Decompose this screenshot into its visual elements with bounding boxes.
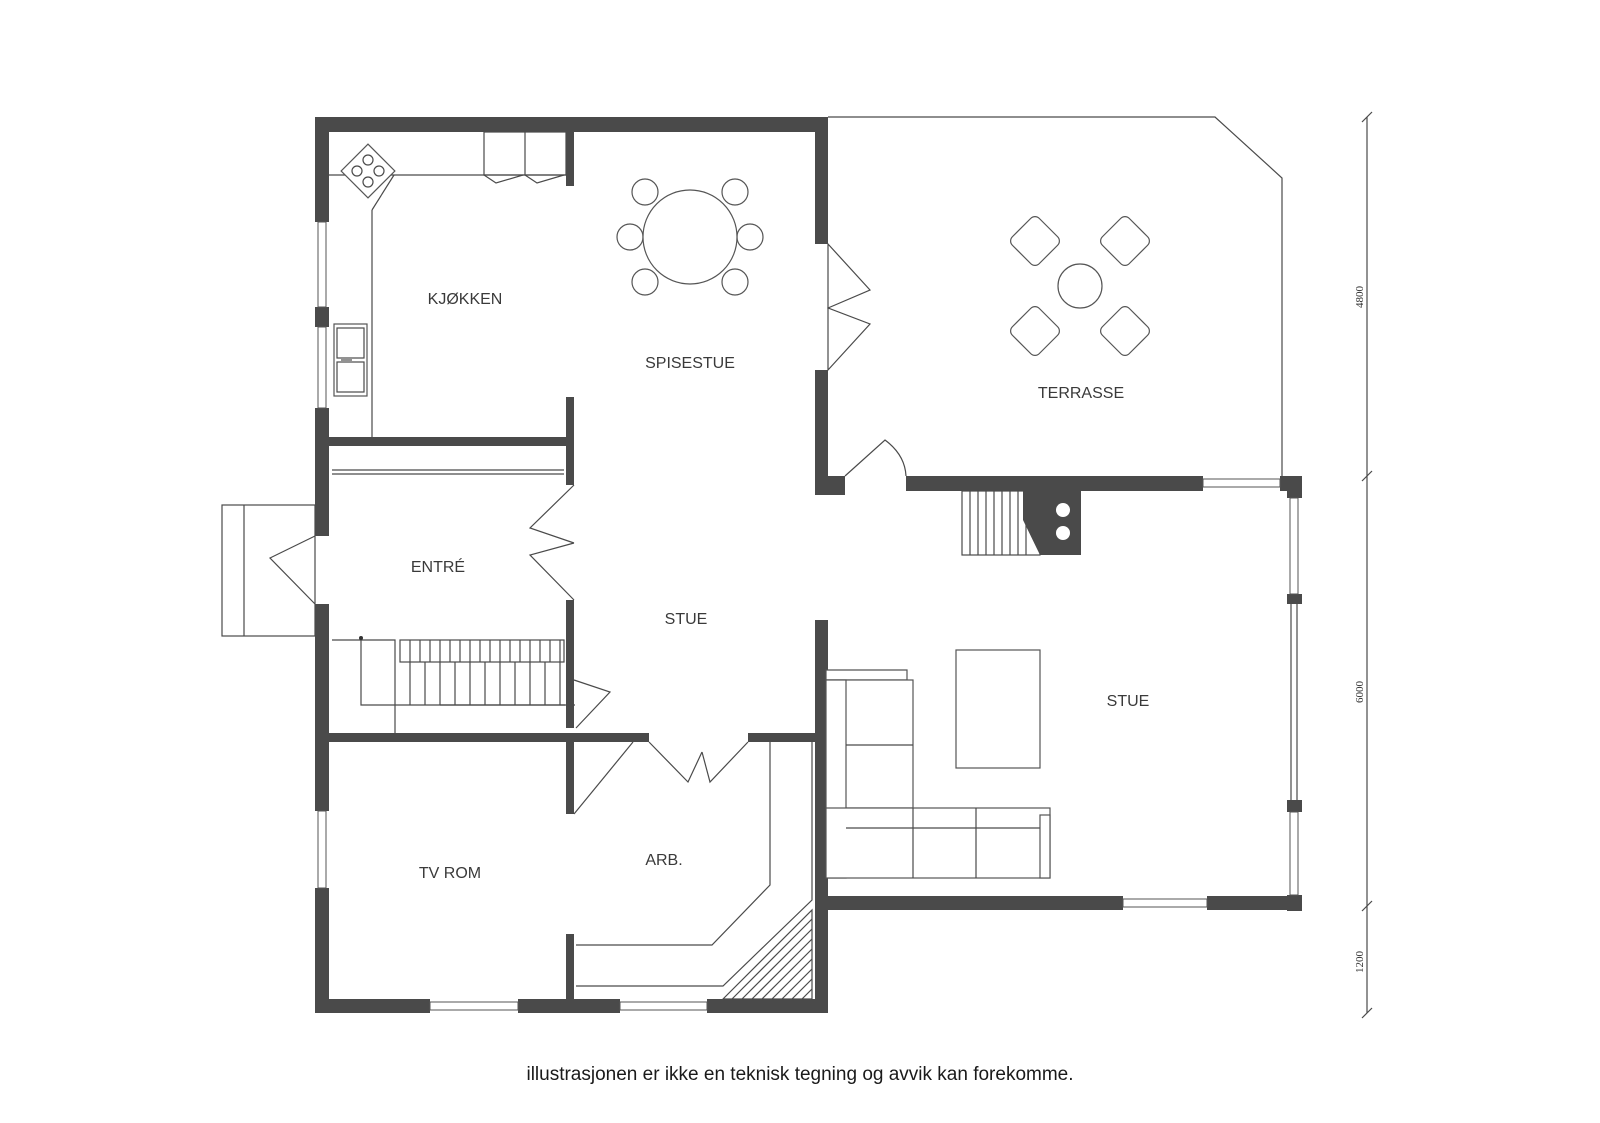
hatch-line — [761, 948, 813, 1000]
entry-step — [221, 504, 316, 637]
chair-icon — [616, 223, 644, 251]
room-label-dining: SPISESTUE — [645, 355, 735, 372]
chair-icon — [1100, 306, 1150, 356]
disclaimer-caption: illustrasjonen er ikke en teknisk tegnin… — [526, 1064, 1074, 1085]
fireplace-icon — [1056, 503, 1070, 540]
dimension-middle: 6000 — [1354, 681, 1366, 704]
chair-icon — [721, 178, 749, 206]
chair-icon — [721, 268, 749, 296]
dimension-bottom: 1200 — [1354, 951, 1366, 974]
room-label-kitchen: KJØKKEN — [428, 291, 503, 308]
chair-icon — [1010, 306, 1060, 356]
room-label-tv-room: TV ROM — [419, 865, 481, 882]
doors — [268, 242, 907, 815]
terrace-outline — [828, 116, 1283, 476]
dining-table — [616, 178, 764, 296]
room-label-living-center: STUE — [665, 611, 708, 628]
staircase-main — [332, 636, 575, 733]
office-closet — [721, 908, 813, 1000]
terrace-table — [1010, 216, 1150, 356]
chair-icon — [1100, 216, 1150, 266]
sofa — [825, 669, 1051, 879]
chair-icon — [736, 223, 764, 251]
windows — [317, 221, 1299, 1011]
room-label-entrance: ENTRÉ — [411, 557, 465, 576]
dimension-top: 4800 — [1354, 286, 1366, 309]
chair-icon — [631, 268, 659, 296]
hatch-line — [801, 988, 813, 1000]
room-label-living-east: STUE — [1107, 693, 1150, 710]
hatch-line — [751, 938, 813, 1000]
stove-icon — [340, 143, 396, 199]
chair-icon — [1010, 216, 1060, 266]
hatch-line — [731, 918, 813, 1000]
room-label-terrace: TERRASSE — [1038, 385, 1124, 402]
chair-icon — [631, 178, 659, 206]
coffee-table — [955, 649, 1041, 769]
hatch-line — [791, 978, 813, 1000]
hatch-line — [781, 968, 813, 1000]
staircase-east — [961, 490, 1041, 556]
room-label-office: ARB. — [645, 852, 682, 869]
office-desk — [576, 742, 813, 987]
dimension-line: 4800 6000 1200 — [1354, 111, 1373, 1019]
hatch-line — [741, 928, 813, 1000]
sink-icon — [333, 323, 368, 397]
hatch-line — [771, 958, 813, 1000]
